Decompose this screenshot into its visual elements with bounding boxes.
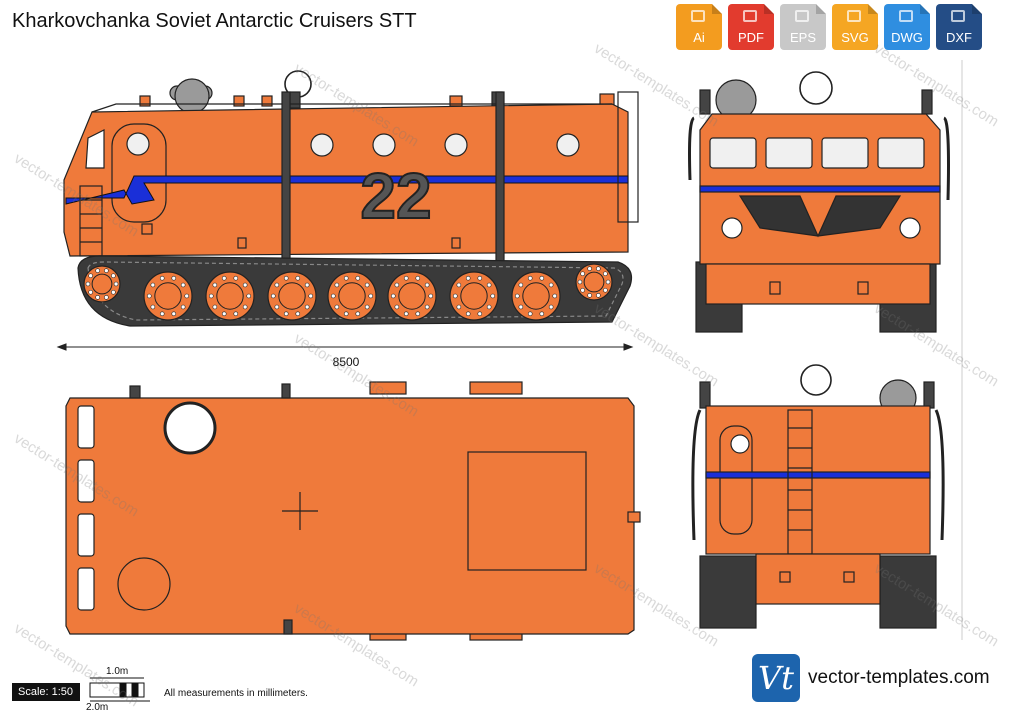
format-downloads: Ai PDF EPS SVG DWG DXF [676,4,982,50]
pdf-file-icon [743,10,757,22]
road-wheel [143,271,193,321]
road-wheel [575,263,613,301]
road-wheel [511,271,561,321]
top-view [65,381,641,641]
format-eps-button[interactable]: EPS [780,4,826,50]
ai-file-icon [691,10,705,22]
vehicle-number: 22 [360,160,431,232]
scale-bar [89,677,150,702]
scale-label: Scale: 1:50 [12,683,80,701]
format-svg-button[interactable]: SVG [832,4,878,50]
brand-link[interactable]: vector-templates.com [808,667,990,688]
road-wheel [267,271,317,321]
rear-view [691,364,945,629]
eps-file-icon [795,10,809,22]
road-wheel [449,271,499,321]
scale-bar-label-bottom: 2.0m [86,702,109,713]
scale-bar-label-top: 1.0m [106,666,129,677]
vt-logo-icon: Vt [752,654,800,702]
format-ai-button[interactable]: Ai [676,4,722,50]
format-dxf-button[interactable]: DXF [936,4,982,50]
format-dwg-button[interactable]: DWG [884,4,930,50]
side-wheels [83,263,613,321]
measurement-note: All measurements in millimeters. [164,688,308,699]
dxf-file-icon [951,10,965,22]
length-dimension-label: 8500 [333,355,360,369]
road-wheel [387,271,437,321]
svg-file-icon [847,10,861,22]
brand[interactable]: Vt vector-templates.com [752,654,990,702]
format-pdf-button[interactable]: PDF [728,4,774,50]
length-dimension-line [56,343,634,351]
road-wheel [327,271,377,321]
front-view [688,71,950,333]
road-wheel [83,265,121,303]
page-title: Kharkovchanka Soviet Antarctic Cruisers … [12,10,417,32]
dwg-file-icon [899,10,913,22]
road-wheel [205,271,255,321]
